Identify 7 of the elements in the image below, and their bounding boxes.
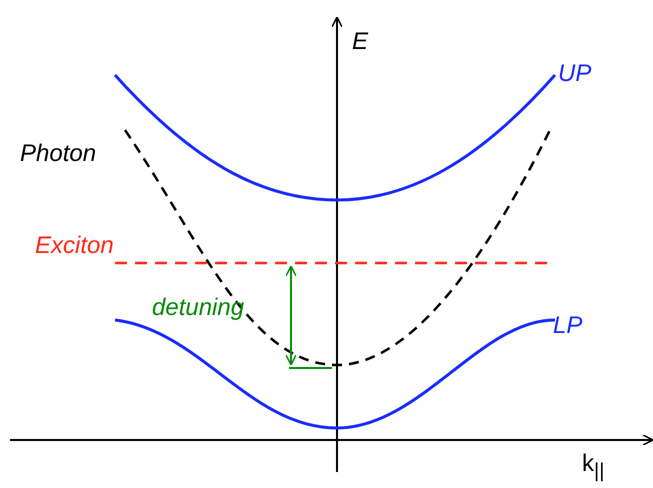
curve-label: UP xyxy=(558,62,592,86)
curve-label: LP xyxy=(553,314,582,338)
axis-label: k$_{||}$ xyxy=(582,452,604,481)
curve-label: Photon xyxy=(20,142,96,166)
dimension-label: detuning xyxy=(152,296,244,320)
curve-label: Exciton xyxy=(35,234,114,258)
axis-label: E xyxy=(352,30,368,54)
